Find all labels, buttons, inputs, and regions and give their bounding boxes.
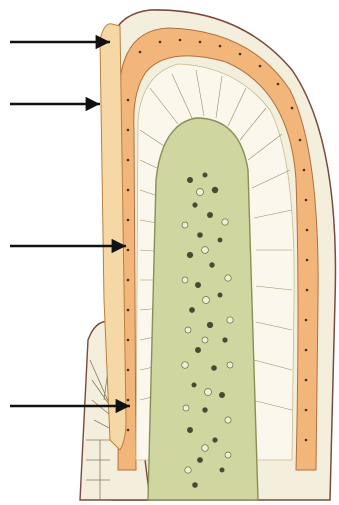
tooth-development-diagram (0, 0, 339, 505)
